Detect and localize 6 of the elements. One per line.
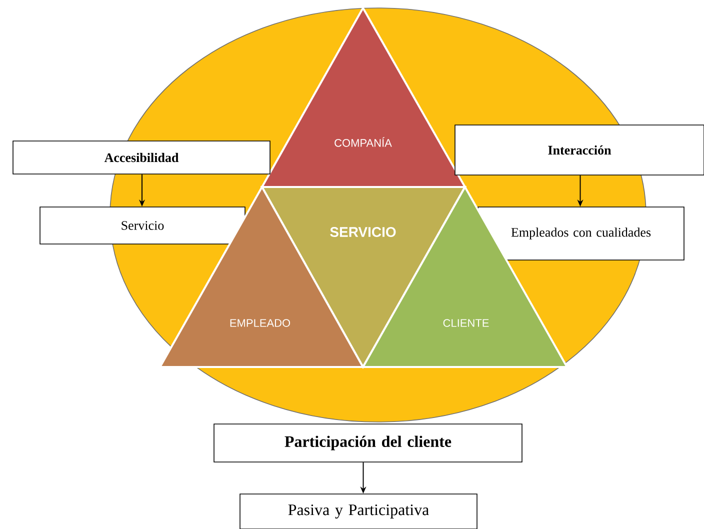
text-box: Pasiva y Participativa	[240, 494, 478, 529]
text-box: Servicio	[40, 206, 246, 244]
text-box: Interacción	[454, 124, 704, 176]
text-box: Accesibilidad	[12, 140, 270, 174]
text-box: Empleados con cualidades	[478, 206, 684, 260]
text-box: Participación del cliente	[214, 424, 522, 462]
